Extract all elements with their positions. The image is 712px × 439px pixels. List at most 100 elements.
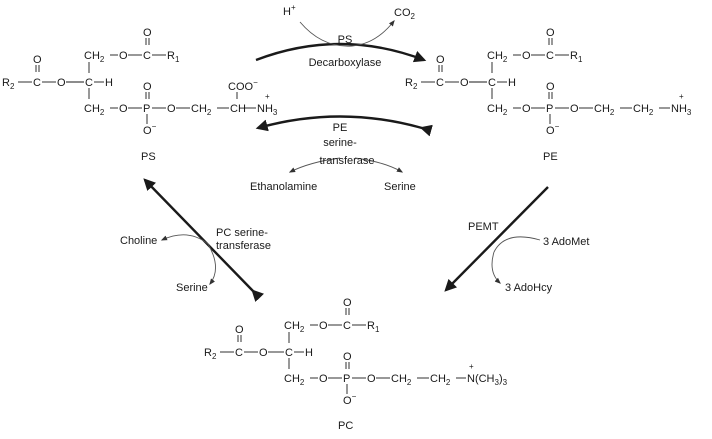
decarboxylase-enzyme-line2: Decarboxylase [309, 57, 382, 69]
pe-o-ester-p: O [570, 103, 579, 115]
pc-r1: R1 [367, 320, 380, 334]
ps-label: PS [141, 151, 156, 163]
ps-o-top: O [119, 50, 128, 62]
ps-r1: R1 [167, 50, 180, 64]
ps-o-bottom: O [119, 103, 128, 115]
co2-output: CO2 [394, 7, 416, 21]
pe-ester-o-mid: O [460, 77, 469, 89]
pc-serine-transferase-line2: transferase [216, 240, 271, 252]
pe-phosphate-o-minus: O− [546, 122, 560, 137]
pe-amine: NH3 [671, 103, 692, 117]
pc-ch2-top: CH2 [284, 320, 305, 334]
pe-o-bottom: O [522, 103, 531, 115]
ps-carboxylate: COO− [228, 78, 258, 93]
adomet-input: 3 AdoMet [543, 236, 589, 248]
ps-ester-o-mid: O [57, 77, 66, 89]
pe-ch2-2: CH2 [633, 103, 654, 117]
pc-o-bottom: O [319, 373, 328, 385]
pe-structure: CH2 O C R1 O R2 C O O C H CH2 O P O O− [405, 27, 692, 163]
adohcy-output-curve [491, 251, 501, 284]
pe-amine-charge: + [679, 92, 684, 101]
pe-glycerol-c: C [488, 77, 496, 89]
ps-carbonyl-o-mid: O [33, 54, 42, 66]
pe-serine-transferase-line1: PE [333, 122, 348, 134]
co2-output-curve [351, 20, 395, 47]
ps-r2: R2 [2, 77, 15, 91]
pe-carbonyl-c-top: C [546, 50, 554, 62]
ps-phosphoryl-o: O [143, 81, 152, 93]
pc-carbonyl-c-mid: C [235, 347, 243, 359]
pemt-arrow [444, 186, 549, 292]
pe-carbonyl-o-top: O [546, 27, 555, 39]
decarboxylase-arrow [255, 42, 427, 63]
pc-label: PC [338, 420, 353, 432]
adohcy-output: 3 AdoHcy [505, 282, 553, 294]
h-plus-input-curve [299, 21, 353, 47]
pe-serine-transferase-line3: transferase [319, 155, 374, 167]
choline-input: Choline [120, 235, 157, 247]
decarboxylase-reaction: H+ CO2 PS Decarboxylase [255, 3, 427, 69]
pc-r2: R2 [204, 347, 217, 361]
serine-product-pe: Serine [384, 181, 416, 193]
pc-phosphoryl-o: O [343, 351, 352, 363]
pe-ch2-1: CH2 [594, 103, 615, 117]
pemt-reaction: PEMT 3 AdoMet 3 AdoHcy [444, 186, 589, 294]
pemt-enzyme: PEMT [468, 221, 499, 233]
pc-serine-transferase-reaction: Choline Serine PC serine- transferase [120, 178, 271, 303]
pe-carbonyl-o-mid: O [436, 54, 445, 66]
pe-glycerol-h: H [508, 77, 516, 89]
ethanolamine-product: Ethanolamine [250, 181, 317, 193]
pc-choline-n: N(CH3)3 [467, 373, 508, 387]
serine-output-curve [354, 157, 404, 173]
h-plus-input: H+ [283, 3, 296, 18]
pe-carbonyl-c-mid: C [436, 77, 444, 89]
pc-carbonyl-o-mid: O [235, 324, 244, 336]
ps-carbonyl-o-top: O [143, 27, 152, 39]
ethanolamine-output-curve [288, 157, 341, 173]
pc-carbonyl-c-top: C [343, 320, 351, 332]
pc-phosphate-o-minus: O− [343, 392, 357, 407]
pc-ch2-1: CH2 [391, 373, 412, 387]
decarboxylase-enzyme-line1: PS [338, 34, 353, 46]
ps-carbonyl-c-top: C [143, 50, 151, 62]
pc-phosphorus: P [343, 373, 350, 385]
pc-o-ester-p: O [367, 373, 376, 385]
pc-structure: CH2 O C R1 O R2 C O O C H CH2 O P O O− [204, 297, 508, 432]
ps-glycerol-c: C [85, 77, 93, 89]
pc-ester-o-mid: O [259, 347, 268, 359]
pc-ch2-bottom: CH2 [284, 373, 305, 387]
pc-glycerol-h: H [305, 347, 313, 359]
ps-carbonyl-c-mid: C [33, 77, 41, 89]
pe-phosphorus: P [546, 103, 553, 115]
choline-input-curve [160, 234, 209, 245]
pe-phosphoryl-o: O [546, 81, 555, 93]
pc-choline-charge: + [469, 362, 474, 371]
pc-serine-transferase-arrow [143, 178, 264, 303]
pc-o-top: O [319, 320, 328, 332]
pe-serine-transferase-reaction: PE serine- transferase Ethanolamine Seri… [250, 115, 433, 193]
ps-phosphate-o-minus: O− [143, 122, 157, 137]
pe-serine-transferase-arrow [255, 115, 433, 137]
pc-serine-transferase-line1: PC serine- [216, 227, 268, 239]
pe-label: PE [543, 151, 558, 163]
ps-ch2-top: CH2 [84, 50, 105, 64]
serine-output-pc: Serine [176, 282, 208, 294]
ps-glycerol-h: H [105, 77, 113, 89]
pc-glycerol-c: C [285, 347, 293, 359]
ps-o-ester-p: O [167, 103, 176, 115]
ps-alpha-ch: CH [230, 103, 246, 115]
pe-o-top: O [522, 50, 531, 62]
pe-r2: R2 [405, 77, 418, 91]
pe-ch2-bottom: CH2 [487, 103, 508, 117]
pc-carbonyl-o-top: O [343, 297, 352, 309]
pc-ch2-2: CH2 [430, 373, 451, 387]
ps-amine: NH3 [257, 103, 278, 117]
ps-amine-charge: + [265, 92, 270, 101]
ps-structure: CH2 O C R1 O R2 C O O C H CH2 O P O O− [2, 27, 278, 163]
ps-phosphorus: P [143, 103, 150, 115]
ps-ch2-bottom: CH2 [84, 103, 105, 117]
pe-r1: R1 [570, 50, 583, 64]
pe-ch2-top: CH2 [487, 50, 508, 64]
pe-serine-transferase-line2: serine- [323, 137, 357, 149]
